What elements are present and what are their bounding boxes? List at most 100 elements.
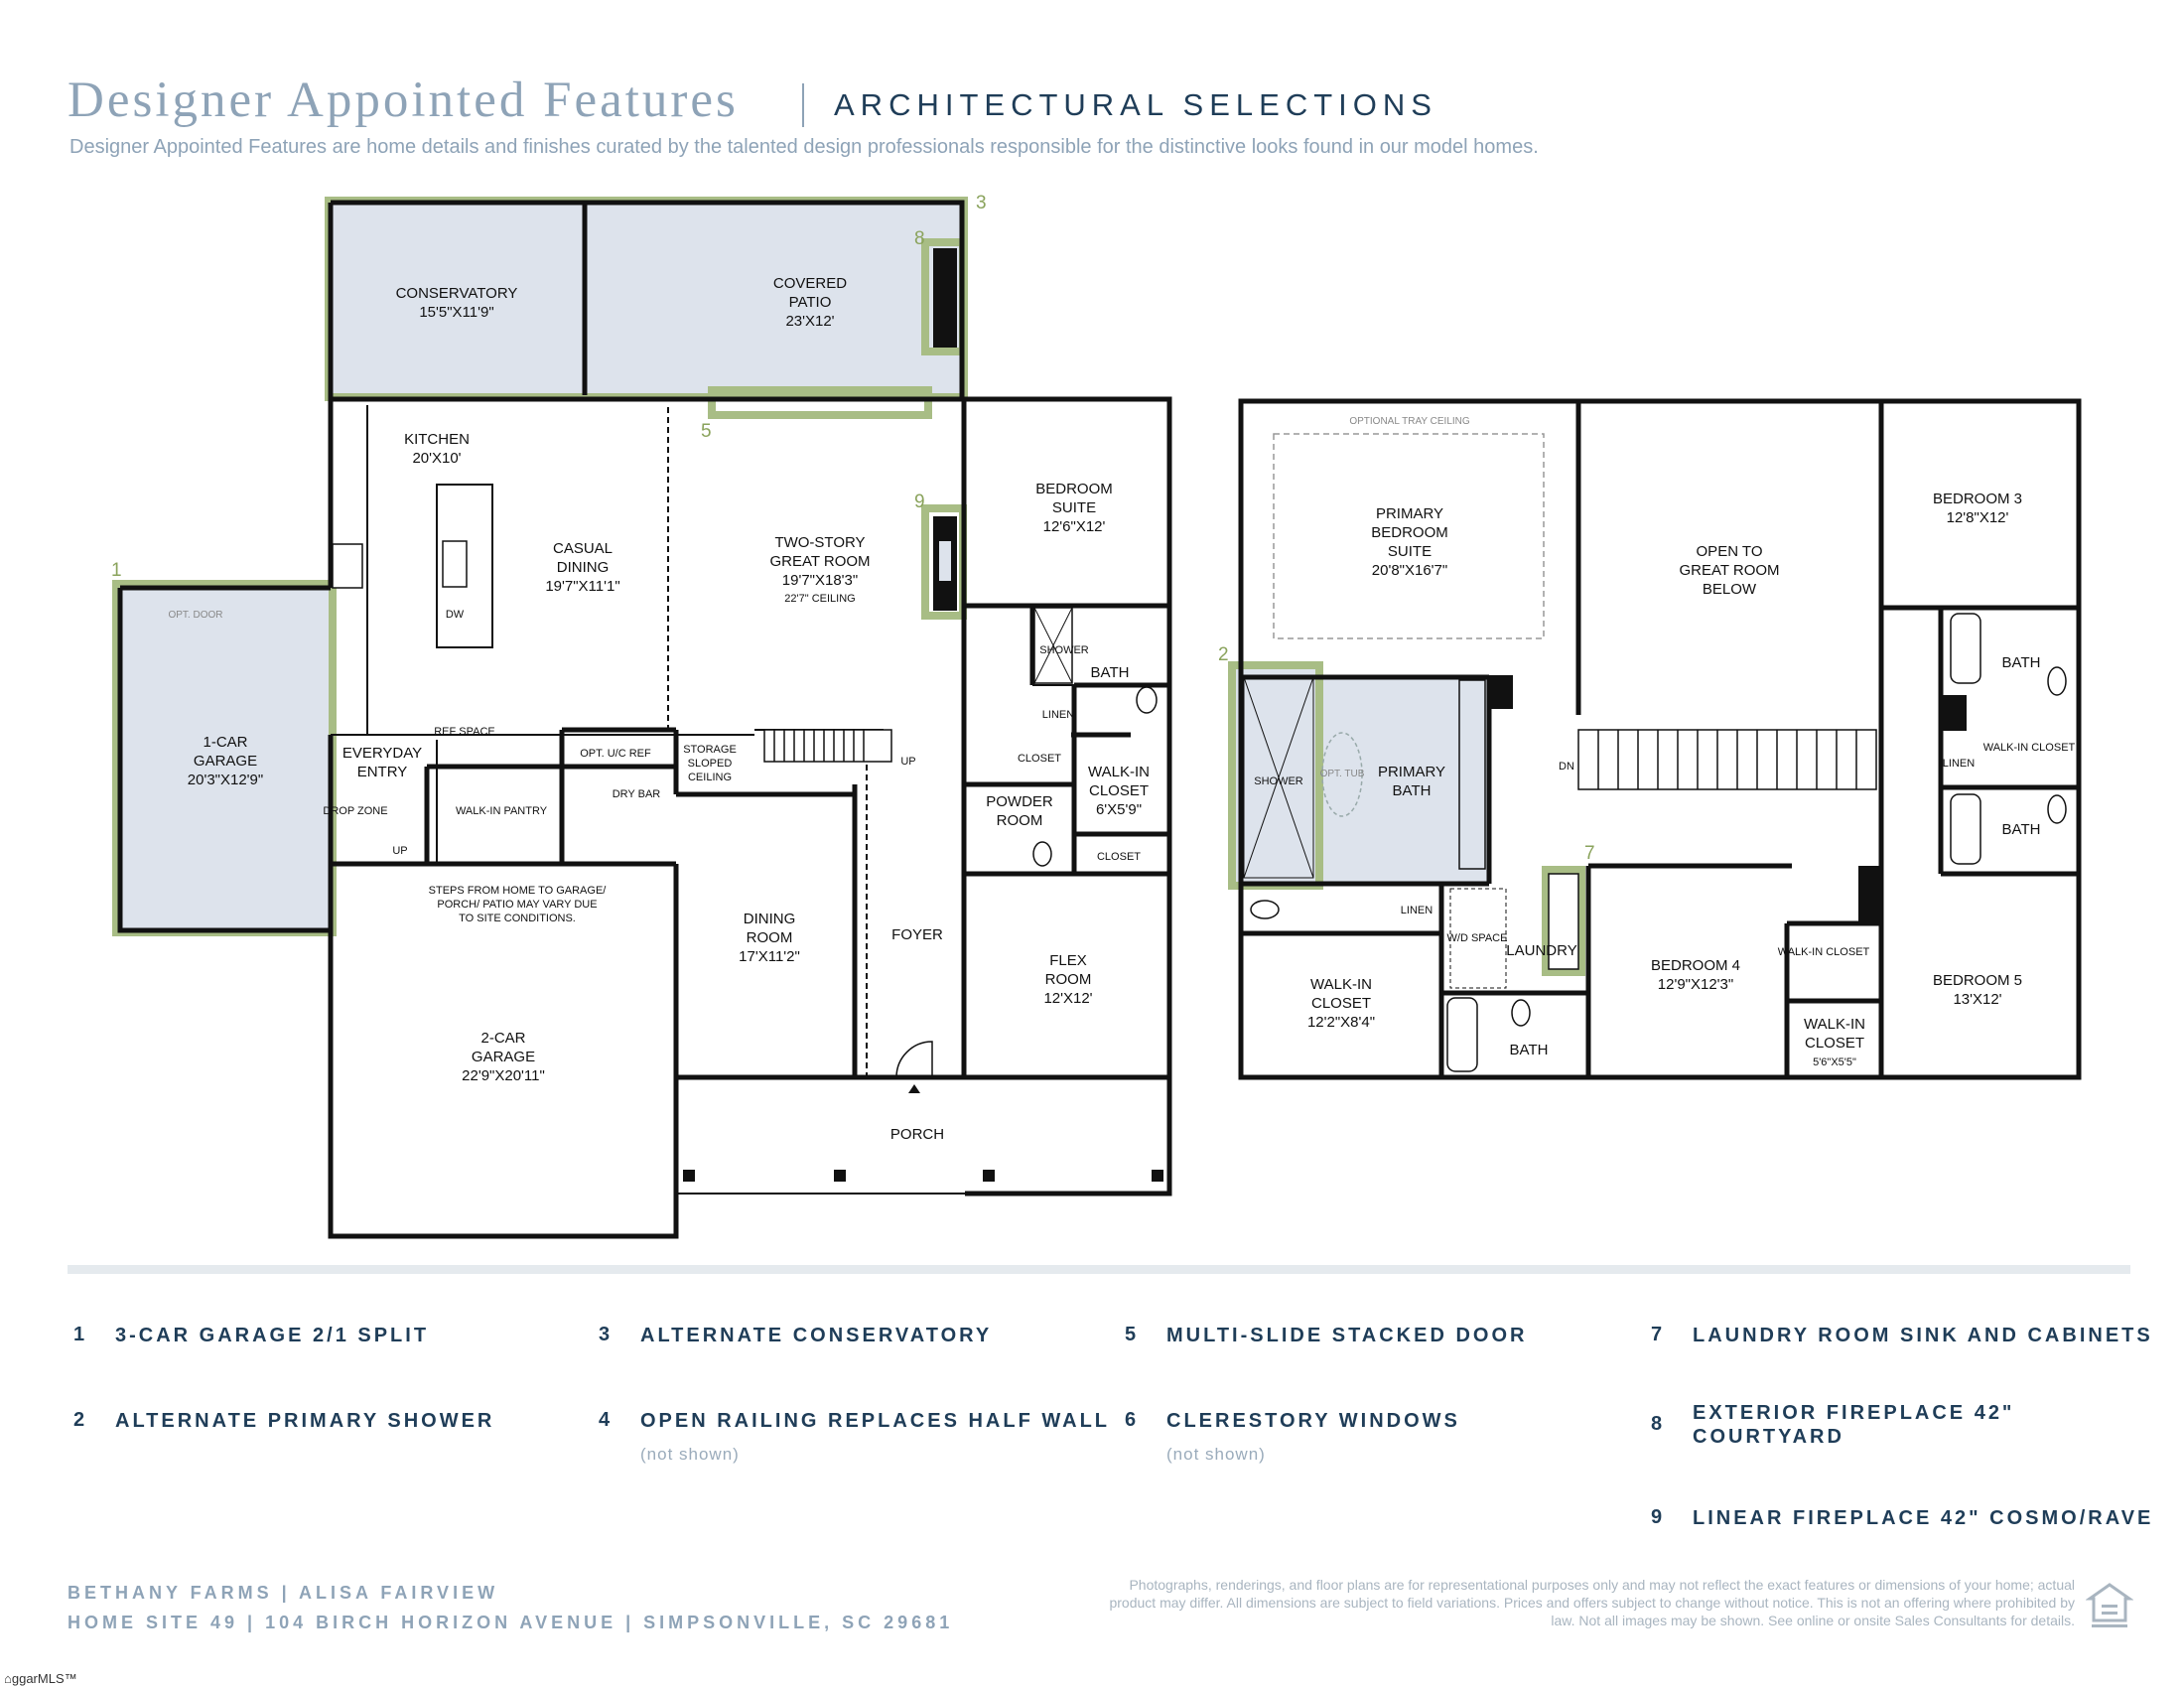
foyer-label: FOYER — [891, 926, 943, 943]
second-floor-plan: OPTIONAL TRAY CEILING PRIMARY BEDROOM SU… — [1218, 398, 2082, 1080]
footer-community: BETHANY FARMS | ALISA FAIRVIEW — [68, 1583, 499, 1603]
feature-2-number: 2 — [73, 1409, 88, 1431]
linen-primary-label: LINEN — [1401, 905, 1433, 916]
primary-suite-label-1: PRIMARY — [1376, 505, 1443, 522]
bedroom-suite-dims: 12'6"X12' — [1043, 518, 1106, 535]
wall-garage1-outer — [117, 588, 331, 933]
patio-label-2: PATIO — [789, 294, 832, 311]
chase-3 — [1943, 695, 1967, 731]
wic-small-label-1: WALK-IN — [1804, 1016, 1865, 1033]
casual-dining-label-1: CASUAL — [553, 540, 613, 557]
walk-in-pantry-label: WALK-IN PANTRY — [456, 805, 548, 817]
marker-9: 9 — [914, 492, 925, 512]
toilet-primary — [1250, 900, 1280, 919]
tub-bath5 — [1950, 793, 1981, 865]
linear-fireplace-insert — [939, 541, 951, 581]
feature-8-number: 8 — [1651, 1413, 1666, 1435]
primary-bath-label-2: BATH — [1393, 782, 1432, 799]
feature-8-text: EXTERIOR FIREPLACE 42" — [1693, 1402, 2015, 1424]
opt-tub-outline — [1321, 732, 1363, 817]
primary-suite-dims: 20'8"X16'7" — [1372, 562, 1447, 579]
toilet-bath3 — [2047, 666, 2067, 696]
primary-shower-label: SHOWER — [1254, 775, 1303, 787]
feature-6-text: CLERESTORY WINDOWS — [1166, 1410, 1460, 1432]
garage-2car-label-1: 2-CAR — [480, 1030, 525, 1047]
great-room-label-1: TWO-STORY — [774, 534, 865, 551]
stairs-second-floor — [1577, 729, 1877, 790]
cooktop — [332, 543, 363, 589]
marker-8: 8 — [914, 228, 925, 249]
linen-label: LINEN — [1042, 709, 1074, 721]
highlight-multi-slide-door — [708, 386, 932, 419]
steps-note-3: TO SITE CONDITIONS. — [459, 913, 576, 924]
primary-suite-label-2: BEDROOM — [1371, 524, 1448, 541]
patio-dims: 23'X12' — [785, 313, 834, 330]
storage-label-2: SLOPED — [688, 758, 733, 770]
primary-wic-dims: 12'2"X8'4" — [1307, 1014, 1375, 1031]
conservatory-fill — [331, 203, 585, 395]
equal-housing-icon — [2086, 1583, 2133, 1627]
marker-1: 1 — [111, 560, 122, 581]
front-door — [895, 1041, 933, 1078]
wic-small-label-2: CLOSET — [1805, 1035, 1864, 1052]
feature-9-number: 9 — [1651, 1506, 1666, 1528]
feature-6-number: 6 — [1125, 1409, 1140, 1431]
patio-label-1: COVERED — [773, 275, 847, 292]
opt-tub-label: OPT. TUB — [1320, 769, 1365, 779]
garage-2car-dims: 22'9"X20'11" — [462, 1067, 545, 1084]
feature-9-text: LINEAR FIREPLACE 42" COSMO/RAVE — [1693, 1507, 2154, 1529]
tray-ceiling-label: OPTIONAL TRAY CEILING — [1349, 416, 1470, 427]
wic-b4-label: WALK-IN CLOSET — [1778, 946, 1870, 958]
bedroom4-label: BEDROOM 4 — [1651, 957, 1740, 974]
great-room-dims: 19'7"X18'3" — [782, 572, 858, 589]
first-floor-plan: CONSERVATORY 15'5"X11'9" COVERED PATIO 2… — [111, 193, 1172, 1239]
primary-wic-label-2: CLOSET — [1311, 995, 1371, 1012]
primary-bath-fill — [1320, 677, 1489, 884]
page-description: Designer Appointed Features are home det… — [69, 136, 1539, 158]
everyday-entry-label-2: ENTRY — [357, 764, 408, 780]
bedroom3-label: BEDROOM 3 — [1933, 491, 2022, 507]
bath-label: BATH — [1091, 664, 1130, 681]
wic-small-dims: 5'6"X5'5" — [1813, 1056, 1856, 1068]
conservatory-label: CONSERVATORY — [396, 285, 518, 302]
primary-wic-label-1: WALK-IN — [1310, 976, 1372, 993]
tray-ceiling-outline — [1273, 433, 1545, 639]
garage-1car-fill — [120, 588, 331, 930]
drop-zone-label: DROP ZONE — [323, 805, 387, 817]
highlight-laundry-sink — [1542, 866, 1585, 976]
wic-label-2: CLOSET — [1089, 782, 1149, 799]
island-sink — [442, 540, 468, 588]
porch-columns — [683, 1170, 1163, 1182]
toilet-powder — [1032, 841, 1052, 867]
wd-space-label: W/D SPACE — [1447, 932, 1508, 944]
bath5-label: BATH — [2002, 821, 2041, 838]
open-to-label-2: GREAT ROOM — [1679, 562, 1779, 579]
kitchen-label: KITCHEN — [404, 431, 470, 448]
wic-label-1: WALK-IN — [1088, 764, 1150, 780]
steps-note-1: STEPS FROM HOME TO GARAGE/ — [429, 885, 608, 897]
flex-room-label-1: FLEX — [1049, 952, 1087, 969]
laundry-label: LAUNDRY — [1506, 942, 1576, 959]
footer-address: HOME SITE 49 | 104 BIRCH HORIZON AVENUE … — [68, 1613, 954, 1632]
opt-uc-ref-label: OPT. U/C REF — [580, 748, 651, 760]
primary-bath-label-1: PRIMARY — [1378, 764, 1445, 780]
open-to-label-1: OPEN TO — [1697, 543, 1763, 560]
toilet-hall — [1511, 999, 1531, 1027]
feature-5-text: MULTI-SLIDE STACKED DOOR — [1166, 1325, 1528, 1346]
powder-room-label-1: POWDER — [986, 793, 1053, 810]
kitchen-dims: 20'X10' — [412, 450, 461, 467]
garage-2car-label-2: GARAGE — [472, 1049, 535, 1065]
everyday-entry-label-1: EVERYDAY — [342, 745, 422, 762]
vanity — [1458, 679, 1486, 870]
feature-5-number: 5 — [1125, 1324, 1140, 1345]
conservatory-dims: 15'5"X11'9" — [419, 304, 493, 321]
page-subtitle: ARCHITECTURAL SELECTIONS — [834, 87, 1437, 122]
marker-5: 5 — [701, 421, 712, 442]
feature-7-number: 7 — [1651, 1324, 1666, 1345]
feature-7-text: LAUNDRY ROOM SINK AND CABINETS — [1693, 1325, 2153, 1346]
entry-arrow — [908, 1084, 920, 1093]
wic-dims: 6'X5'9" — [1096, 801, 1142, 818]
garage-1car-dims: 20'3"X12'9" — [188, 772, 263, 788]
dry-bar-label: DRY BAR — [613, 788, 661, 800]
